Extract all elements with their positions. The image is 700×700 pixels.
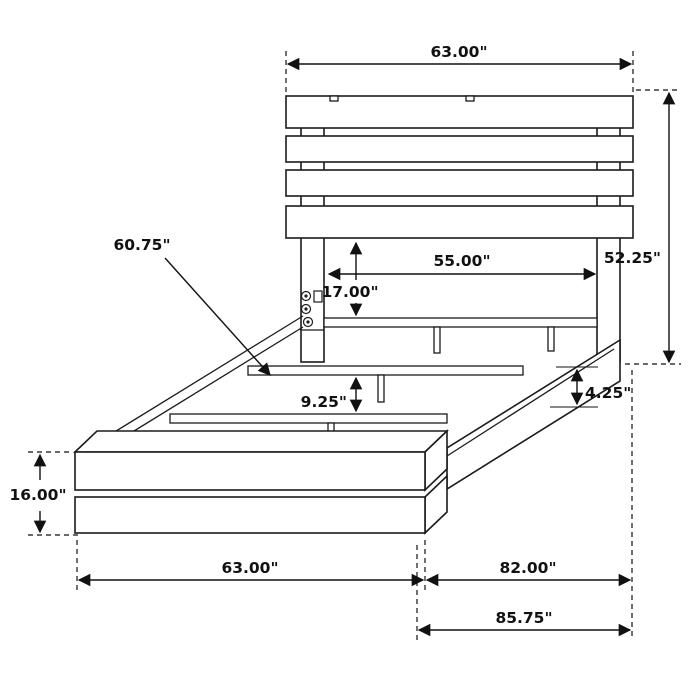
dim-label-headboard-width: 63.00" (430, 43, 487, 61)
headboard (285, 95, 634, 239)
bracket-hardware-icon (300, 290, 324, 331)
dim-slat-rail-length: 60.75" (113, 236, 271, 376)
dim-label-headboard-to-slat: 17.00" (321, 283, 378, 301)
dim-inner-width: 55.00" (327, 252, 597, 281)
dim-frame-length: 82.00" (425, 370, 633, 640)
headboard-slot (329, 95, 339, 102)
dim-footboard-height: 16.00" (9, 451, 78, 536)
dim-label-slat-rail-length: 60.75" (113, 236, 170, 254)
dim-label-footboard-height: 16.00" (9, 486, 66, 504)
footboard (73, 429, 449, 535)
dim-headboard-height: 52.25" (604, 89, 681, 365)
dim-slat-gap: 9.25" (301, 376, 363, 413)
dim-label-side-rail-height: 4.25" (585, 384, 631, 402)
dim-side-rail-height: 4.25" (550, 366, 631, 408)
dim-headboard-width: 63.00" (285, 43, 634, 92)
dim-headboard-to-slat: 17.00" (321, 241, 379, 317)
dim-footboard-width: 63.00" (76, 540, 426, 592)
dim-label-frame-length: 82.00" (499, 559, 556, 577)
headboard-slot (465, 95, 475, 102)
dim-label-footboard-width: 63.00" (221, 559, 278, 577)
side-rail-right (446, 338, 621, 491)
dim-label-headboard-height: 52.25" (604, 249, 661, 267)
dim-overall-length: 85.75" (416, 545, 632, 640)
dim-label-slat-gap: 9.25" (301, 393, 347, 411)
dim-label-inner-width: 55.00" (433, 252, 490, 270)
dim-label-overall-length: 85.75" (495, 609, 552, 627)
